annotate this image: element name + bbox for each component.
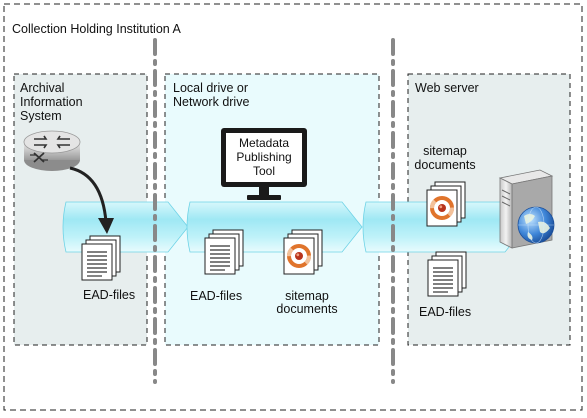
router-icon [23,130,81,171]
sitemap-document-icon [425,180,467,228]
zone-local-label-1: Local drive or [173,81,248,95]
globe-icon [517,206,555,244]
document-stack-icon [204,229,244,275]
arrow-icon [69,166,108,223]
ead-files-label-archival: EAD-files [83,288,135,302]
zone-archival-label-1: Archival [20,81,64,95]
sitemap-label-web-1: sitemap [423,144,467,158]
ead-files-label-web: EAD-files [419,305,471,319]
document-stack-icon [427,251,467,297]
tool-label-2: Publishing [236,150,291,164]
sitemap-document-icon [282,228,324,276]
tool-label-1: Metadata [239,136,289,150]
tool-label-3: Tool [253,164,275,178]
sitemap-label-local-1: sitemap [285,289,329,303]
arrow-head-icon [98,218,114,234]
sitemap-label-web-2: documents [414,158,475,172]
ead-files-label-local: EAD-files [190,289,242,303]
zone-web-label: Web server [415,81,479,95]
monitor-icon [221,128,307,200]
institution-title: Collection Holding Institution A [12,22,182,36]
sitemap-label-local-2: documents [276,302,337,316]
zone-local-label-2: Network drive [173,95,249,109]
zone-archival-label-2: Information [20,95,83,109]
document-stack-icon [81,235,121,281]
zone-archival-label-3: System [20,109,62,123]
